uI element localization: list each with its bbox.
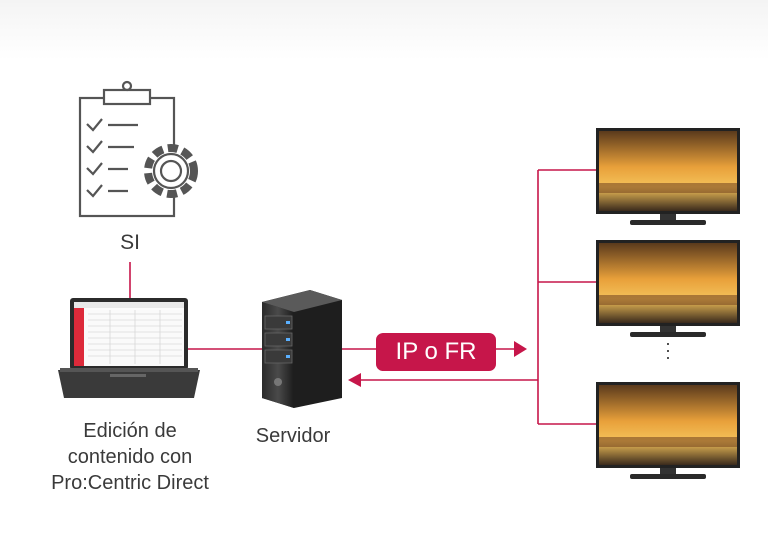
tv-display-1 xyxy=(596,128,740,225)
content-editing-label-line3: Pro:Centric Direct xyxy=(51,472,209,494)
server-tower-icon xyxy=(262,290,342,408)
connector-lines xyxy=(129,169,596,425)
laptop-icon xyxy=(58,298,200,398)
protocol-badge: IP o FR xyxy=(376,333,496,371)
tv-display-3 xyxy=(596,382,740,479)
content-editing-label-line2: contenido con xyxy=(67,446,193,468)
header-band xyxy=(0,0,768,60)
tv-display-2 xyxy=(596,240,740,337)
arrow-left-icon xyxy=(348,373,361,387)
server-label: Servidor xyxy=(255,425,331,447)
content-editing-label-line1: Edición de xyxy=(83,420,177,442)
arrow-right-icon xyxy=(514,341,527,357)
more-displays-ellipsis: ··· xyxy=(665,333,671,367)
clipboard-checklist-gear-icon xyxy=(78,80,198,218)
si-label: SI xyxy=(120,231,140,254)
content-editing-label: Edición de contenido con Pro:Centric Dir… xyxy=(20,418,240,496)
